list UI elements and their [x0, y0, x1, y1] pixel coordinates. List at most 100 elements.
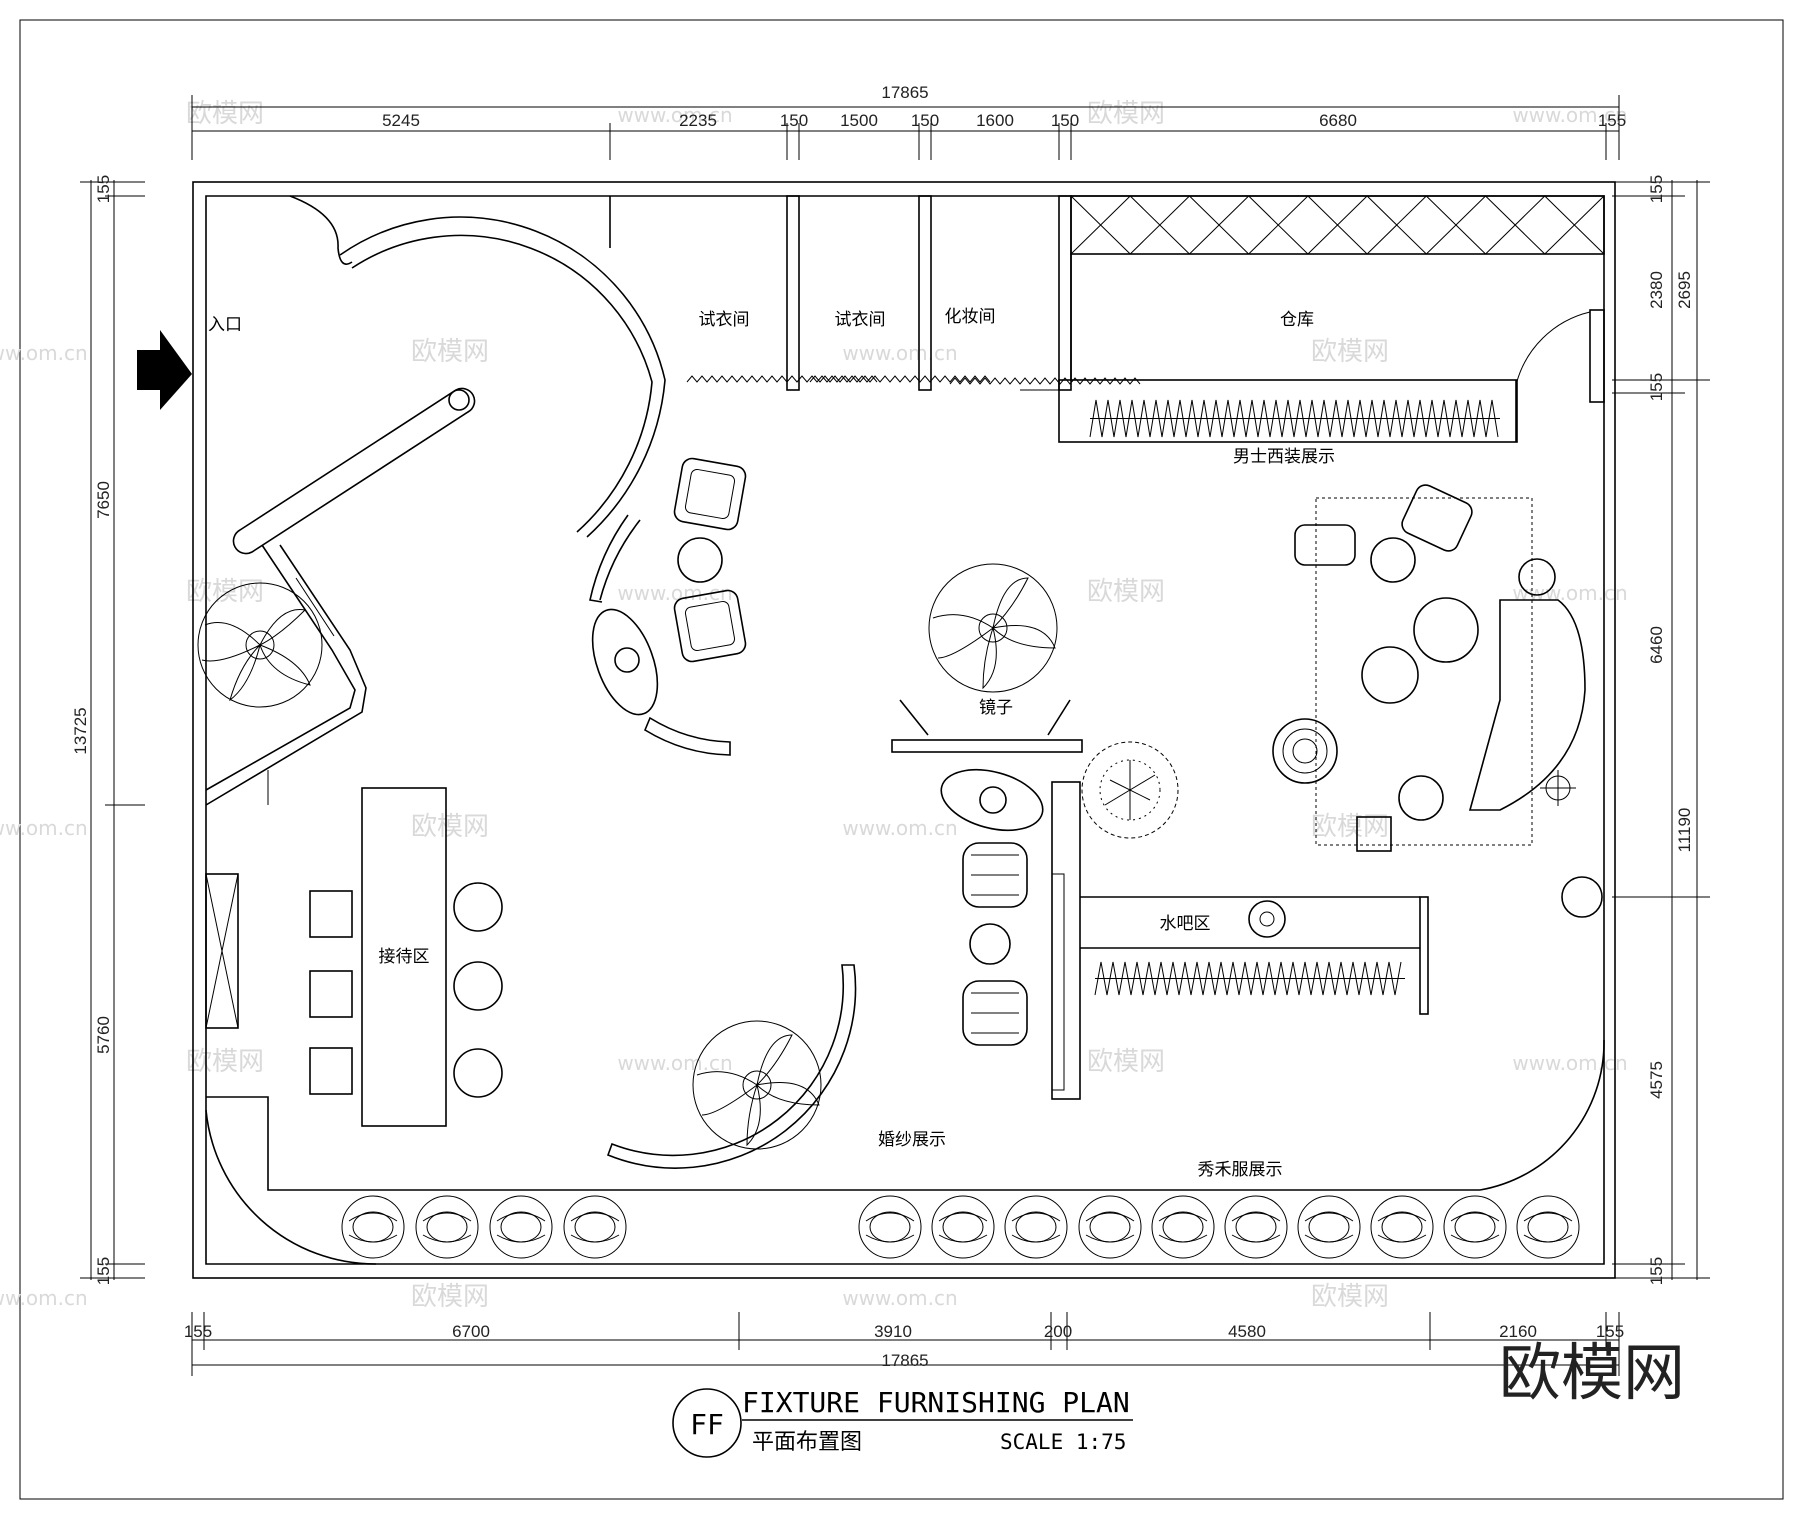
- dim-bottom-1: 155: [184, 1322, 212, 1341]
- sheet-frame: [19, 19, 1784, 1500]
- svg-text:欧模网: 欧模网: [1087, 99, 1165, 129]
- dim-left-2: 7650: [94, 481, 113, 519]
- plan-subtitle: 平面布置图: [752, 1430, 862, 1455]
- label-wedding-display: 婚纱展示: [878, 1130, 946, 1150]
- suit-hanger-rack: [1089, 399, 1500, 438]
- label-reception: 接待区: [379, 947, 430, 967]
- right-dimension-lines: [1612, 180, 1710, 1280]
- svg-text:欧模网: 欧模网: [411, 1282, 489, 1312]
- dim-right-5: 4575: [1647, 1061, 1666, 1099]
- dim-bottom-2: 6700: [452, 1322, 490, 1341]
- dim-top-8: 6680: [1319, 111, 1357, 130]
- entrance-partition: [205, 195, 666, 806]
- svg-text:www.om.cn: www.om.cn: [842, 341, 957, 365]
- label-water-bar: 水吧区: [1160, 914, 1211, 934]
- oval-ottoman-1: [591, 608, 659, 716]
- side-table-1: [677, 537, 723, 583]
- svg-text:欧模网: 欧模网: [186, 99, 264, 129]
- watermark-layer: 欧模网欧模网欧模网欧模网欧模网欧模网欧模网欧模网欧模网欧模网欧模网欧模网www.…: [0, 99, 1628, 1312]
- hanger-rack-bar: [1094, 961, 1405, 996]
- lounge-chair-2: [962, 980, 1028, 1046]
- dim-right-4: 6460: [1647, 626, 1666, 664]
- label-mirror: 镜子: [979, 698, 1013, 718]
- svg-text:www.om.cn: www.om.cn: [0, 816, 88, 840]
- svg-text:欧模网: 欧模网: [186, 1047, 264, 1077]
- entrance-arrow-icon: [137, 330, 192, 410]
- armchair-2: [673, 589, 747, 663]
- svg-text:欧模网: 欧模网: [1087, 577, 1165, 607]
- dim-bottom-total: 17865: [881, 1351, 928, 1370]
- svg-text:www.om.cn: www.om.cn: [1512, 1051, 1627, 1075]
- oval-ottoman-2: [940, 768, 1044, 832]
- lounge-chair-1: [962, 842, 1028, 908]
- curved-panel-2: [643, 716, 731, 756]
- lower-left-curve: [205, 1039, 1605, 1265]
- dim-top-5: 150: [911, 111, 939, 130]
- label-storage: 仓库: [1280, 310, 1314, 330]
- dim-top-3: 150: [780, 111, 808, 130]
- label-fitting-room-2: 试衣间: [835, 310, 886, 330]
- dim-top-6: 1600: [976, 111, 1014, 130]
- dim-bottom-5: 4580: [1228, 1322, 1266, 1341]
- svg-text:欧模网: 欧模网: [1311, 1282, 1389, 1312]
- label-fitting-room-1: 试衣间: [699, 310, 750, 330]
- bottom-dimension-lines: [191, 1312, 1620, 1376]
- svg-text:www.om.cn: www.om.cn: [617, 1051, 732, 1075]
- plant-wedding: [692, 1020, 822, 1150]
- shrub-center: [1081, 741, 1179, 839]
- wedding-curve-panel: [606, 964, 857, 1169]
- dim-top-total: 17865: [881, 83, 928, 102]
- dim-right-outer-1: 2695: [1675, 271, 1694, 309]
- dim-right-6: 155: [1647, 1257, 1666, 1285]
- dim-right-3: 155: [1647, 373, 1666, 401]
- svg-text:欧模网: 欧模网: [186, 577, 264, 607]
- dim-left-total: 13725: [71, 707, 90, 754]
- svg-text:欧模网: 欧模网: [411, 337, 489, 367]
- svg-text:www.om.cn: www.om.cn: [842, 1286, 957, 1310]
- plan-title: FIXTURE FURNISHING PLAN: [742, 1386, 1130, 1419]
- label-menswear: 男士西装展示: [1233, 447, 1335, 467]
- dim-left-4: 155: [94, 1257, 113, 1285]
- svg-text:www.om.cn: www.om.cn: [842, 816, 957, 840]
- label-xiuhe-display: 秀禾服展示: [1198, 1160, 1283, 1180]
- dim-bottom-6: 2160: [1499, 1322, 1537, 1341]
- dim-right-1: 155: [1647, 175, 1666, 203]
- label-makeup-room: 化妆间: [945, 307, 996, 327]
- armchair-1: [673, 457, 747, 531]
- display-partition: [1051, 781, 1081, 1100]
- mirror-stand: [891, 699, 1083, 753]
- plan-scale: SCALE 1:75: [1000, 1430, 1126, 1454]
- dim-right-2: 2380: [1647, 271, 1666, 309]
- label-entrance: 入口: [208, 315, 242, 335]
- ottoman-dot-2: [979, 786, 1007, 814]
- curved-panel-1: [599, 519, 641, 601]
- plant-left: [197, 582, 323, 708]
- dim-bottom-3: 3910: [874, 1322, 912, 1341]
- left-dimension-lines: [80, 180, 145, 1280]
- svg-text:www.om.cn: www.om.cn: [0, 1286, 88, 1310]
- dim-top-4: 1500: [840, 111, 878, 130]
- ottoman-dot-1: [614, 647, 640, 673]
- dim-bottom-4: 200: [1044, 1322, 1072, 1341]
- dim-top-9: 155: [1598, 111, 1626, 130]
- dim-right-outer-2: 11190: [1675, 808, 1694, 853]
- dim-bottom-7: 155: [1596, 1322, 1624, 1341]
- dim-top-7: 150: [1051, 111, 1079, 130]
- dim-left-3: 5760: [94, 1016, 113, 1054]
- svg-text:欧模网: 欧模网: [1087, 1047, 1165, 1077]
- dress-stand-row: [341, 1195, 1580, 1259]
- svg-text:欧模网: 欧模网: [1311, 337, 1389, 367]
- dim-top-2: 2235: [679, 111, 717, 130]
- storage-room: [1058, 195, 1605, 443]
- side-table-2: [969, 923, 1011, 965]
- top-dimension-lines: [191, 95, 1620, 160]
- dim-top-1: 5245: [382, 111, 420, 130]
- storage-shelf-grid: [1070, 195, 1605, 255]
- water-bar: [1080, 876, 1603, 1015]
- curved-panel-1b: [589, 514, 629, 603]
- brand-logo: 欧模网: [1499, 1336, 1685, 1409]
- plan-badge: FF: [690, 1408, 724, 1441]
- dim-left-1: 155: [94, 175, 113, 203]
- display-partition-inner: [1051, 873, 1065, 1091]
